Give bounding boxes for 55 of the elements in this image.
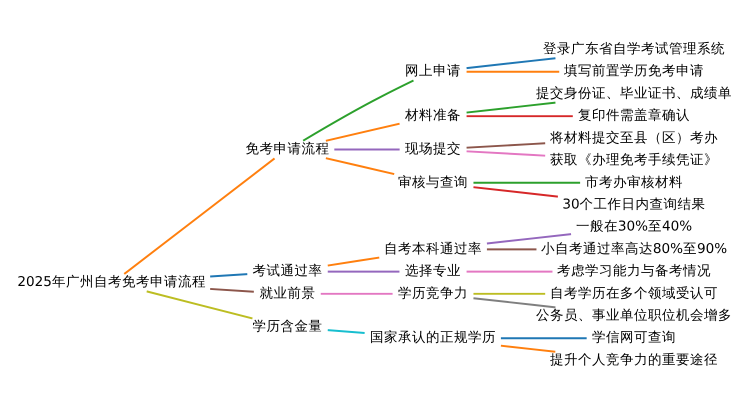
node-text: 提交身份证、毕业证书、成绩单 [536,85,732,102]
connector [500,337,587,340]
node-text: 审核与查询 [398,174,468,190]
node-text: 考虑学习能力与备考情况 [557,263,712,280]
node-text: 国家承认的正规学历 [370,330,496,346]
connector [326,122,400,142]
connector [124,158,276,275]
connector [486,248,536,250]
connector [210,288,254,293]
node-text: 提升个人竞争力的重要途径 [550,352,718,368]
connector [326,157,394,176]
connector [473,186,558,198]
node-text: 30个工作日内查询结果 [562,196,706,212]
connector [466,150,546,157]
node-text: 填写前置学历免考申请 [564,63,704,80]
node-text: 学历含金量 [252,318,322,335]
connector [466,115,573,118]
connector [473,182,580,184]
node-text: 自考学历在多个领域受认可 [550,285,718,302]
connector [328,329,365,334]
connector [146,290,253,320]
connector [466,102,556,114]
node-text: 公务员、事业单位职位机会增多 [536,307,732,324]
node-text: 就业前景 [259,285,316,302]
node-text: 考试通过率 [252,263,322,280]
connector [466,270,552,273]
connector [210,273,248,278]
node-text: 登录广东省自学考试管理系统 [543,41,726,58]
connector [334,148,400,150]
node-text: 一般在30%至40% [576,218,692,235]
connector [473,297,556,308]
connector [328,270,400,273]
node-text: 自考本科通过率 [384,240,482,257]
node-text: 网上申请 [404,63,461,80]
connector [320,292,393,295]
connector [473,292,546,295]
node-text: 学信网可查询 [592,330,676,346]
connector [500,344,556,353]
connector [466,142,546,149]
node-text: 小自考通过率高达80%至90% [540,240,728,257]
node-text: 复印件需盖章确认 [578,108,690,124]
node-text: 获取《办理免考手续凭证》 [550,152,718,168]
node-text: 2025年广州自考免考申请流程 [17,274,206,290]
node-text: 选择专业 [404,263,461,280]
node-text: 市考办审核材料 [585,174,684,190]
connector [486,233,572,244]
connector [302,80,414,142]
connector [328,256,380,267]
node-text: 学历竞争力 [398,285,468,302]
connector [466,70,560,73]
connector [466,57,556,70]
node-text: 现场提交 [404,140,461,157]
node-text: 免考申请流程 [245,140,330,157]
node-text: 材料准备 [404,108,461,124]
node-text: 将材料提交至县（区）考办 [550,130,718,146]
